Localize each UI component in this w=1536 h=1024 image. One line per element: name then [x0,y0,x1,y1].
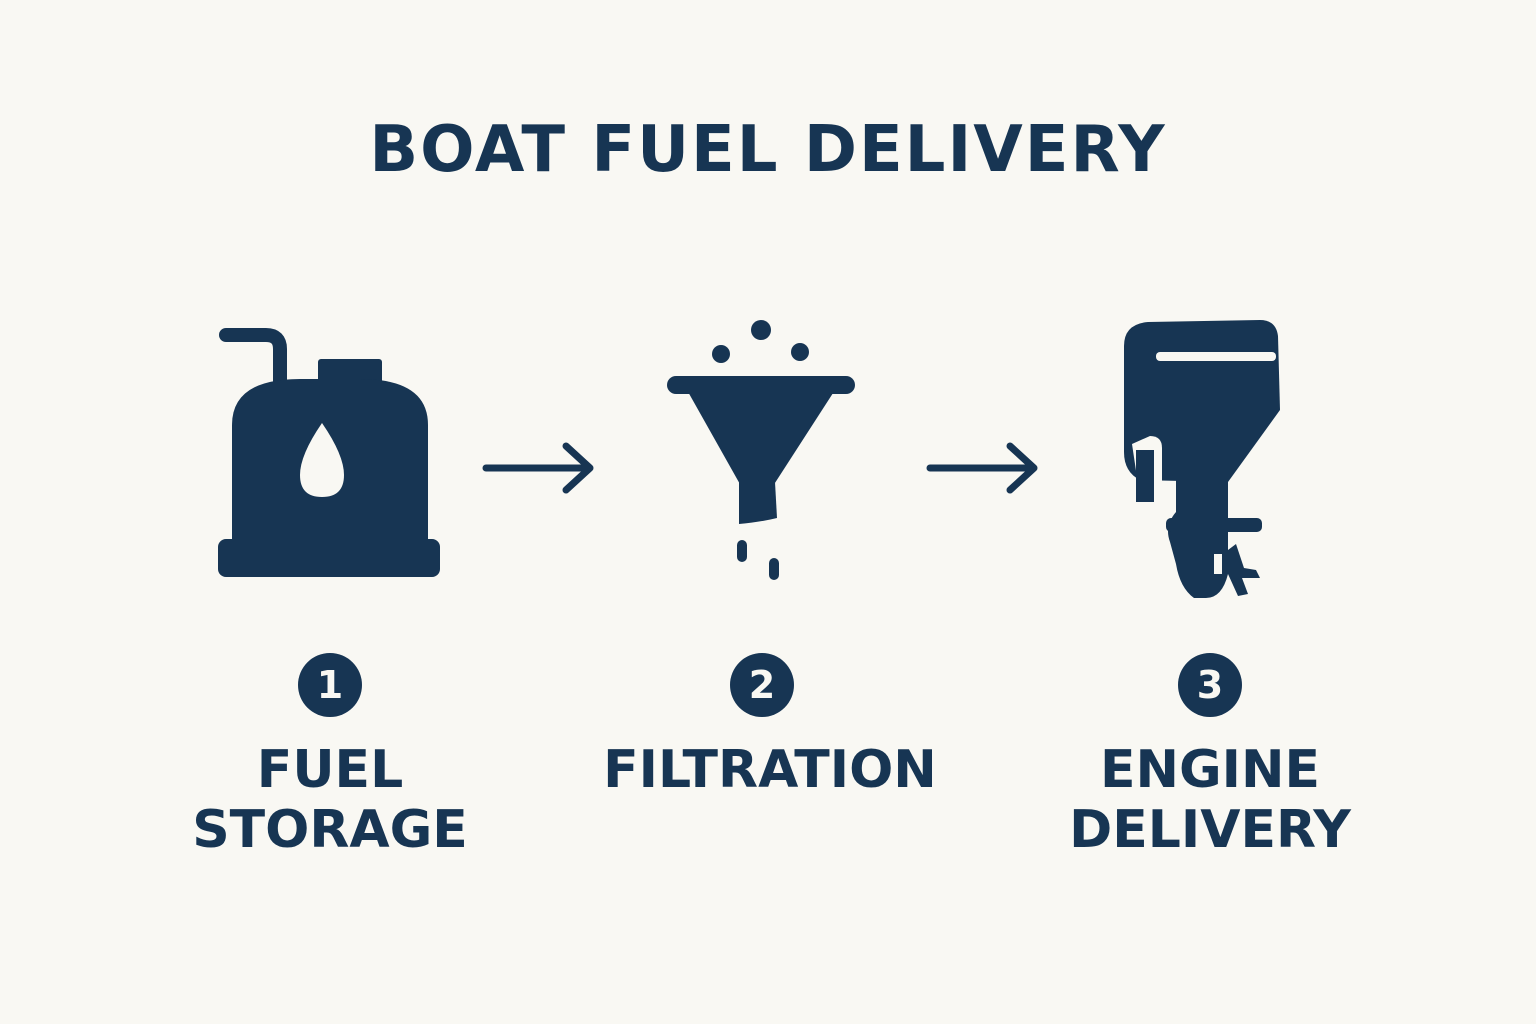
step-number-badge: 1 [298,653,362,717]
funnel-icon [655,310,865,590]
step-label-line: ENGINE [1099,740,1321,800]
arrow-right-icon [480,440,600,496]
fuel-tank-icon [210,315,450,585]
step-label-fuel-storage: FUEL STORAGE [150,740,510,860]
diagram-title: BOAT FUEL DELIVERY [369,113,1167,187]
step-number-badge: 3 [1178,653,1242,717]
step-label-line: FUEL [256,740,404,800]
step-label-engine-delivery: ENGINE DELIVERY [1030,740,1390,860]
step-label-line: FILTRATION [603,740,937,800]
step-label-line: STORAGE [192,800,468,860]
outboard-engine-icon [1110,312,1300,604]
arrow-right-icon [924,440,1044,496]
step-label-filtration: FILTRATION [590,740,950,800]
step-label-line: DELIVERY [1069,800,1351,860]
step-number-badge: 2 [730,653,794,717]
